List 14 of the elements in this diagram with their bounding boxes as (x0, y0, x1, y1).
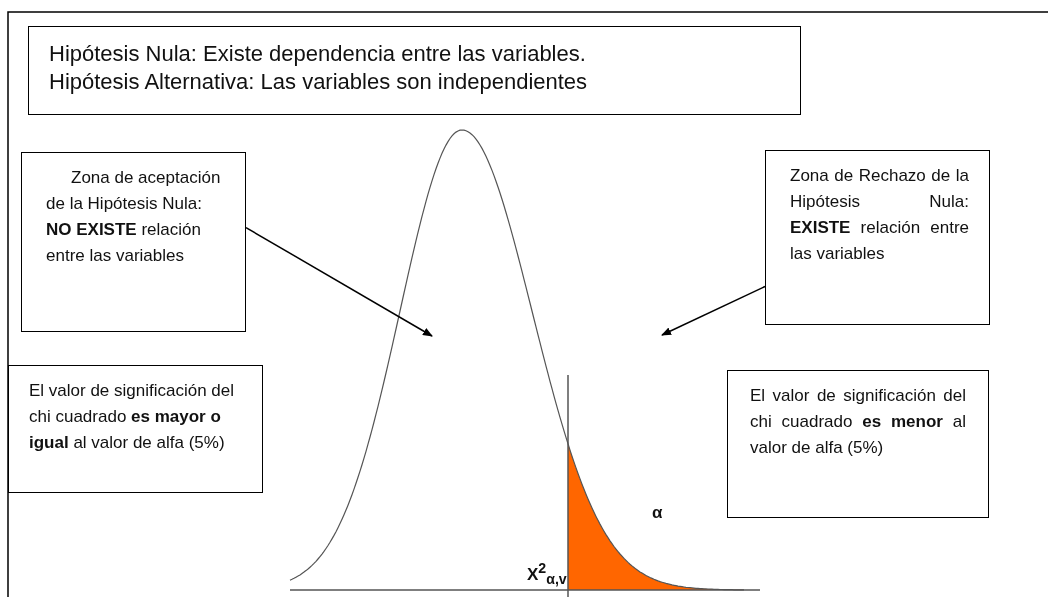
significance-note-box (8, 365, 263, 493)
alpha-label: α (652, 503, 663, 523)
acceptance-zone-box (21, 152, 246, 332)
hypothesis-box (28, 26, 801, 115)
rejection-zone-box (765, 150, 990, 325)
box-text: Zona de Rechazo de la Hipótesis Nula: EXISTE relación entre las variables (790, 165, 969, 265)
box-text: Hipótesis Alternativa: Las variables son independientes (49, 68, 589, 96)
box-text: El valor de significación del chi cuadrado es menor al valor de alfa (5%) (750, 385, 966, 459)
arrow (245, 226, 433, 337)
box-text: Zona de aceptación de la Hipótesis Nula: NO EXISTE relación entre las variables (46, 167, 222, 267)
box-text: Hipótesis Nula: Existe dependencia entre las variables. (49, 40, 587, 68)
significance-note-box (727, 370, 989, 518)
arrow (661, 285, 766, 336)
box-text: El valor de significación del chi cuadrado es mayor o igual al valor de alfa (5%) (29, 380, 236, 454)
